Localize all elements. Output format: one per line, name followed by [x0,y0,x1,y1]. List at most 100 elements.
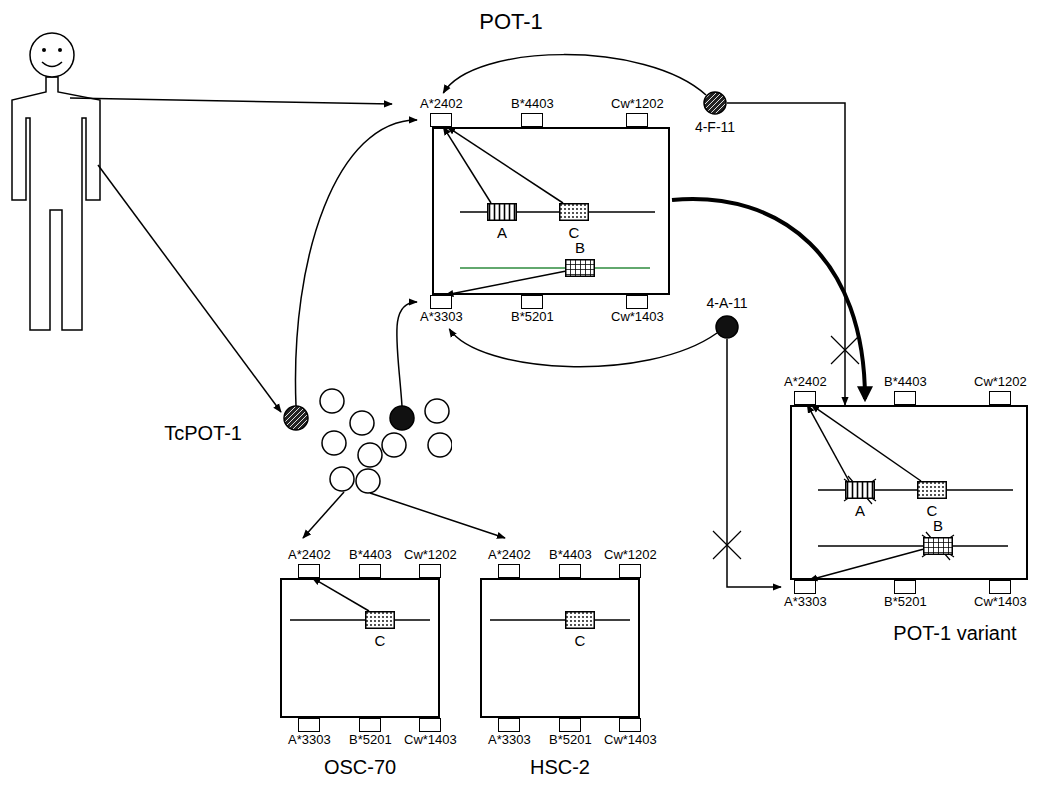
peptide-gene: C [565,611,595,649]
arrow-connector [727,339,781,587]
hla-allele: B*5201 [549,733,592,748]
hla-allele: B*4403 [549,548,592,563]
derivation-arrow [672,199,865,399]
hla-molecule: A*3303 [418,295,465,327]
hla-molecule: Cw*1403 [609,295,666,327]
hla-allele: B*5201 [349,733,392,748]
hla-square [626,113,648,127]
peptide-box [560,204,589,221]
patient-eye [58,48,62,52]
hla-allele: B*5201 [884,595,927,610]
hla-molecule: A*3303 [782,580,829,612]
t-cell [284,406,308,430]
hla-allele: Cw*1403 [974,595,1027,610]
hla-molecule: A*3303 [486,718,533,750]
hla-allele: A*2402 [488,548,531,563]
hla-molecule: B*4403 [882,373,929,405]
hla-square [521,295,543,309]
hla-molecule: A*2402 [486,546,533,578]
hla-allele: Cw*1202 [604,548,657,563]
patient-head [30,33,74,77]
gene-line [460,267,650,269]
hla-allele: A*2402 [288,548,331,563]
patient-body [12,77,100,330]
cell-population [282,375,452,497]
clone-circle [716,316,738,338]
gene-line [490,619,630,621]
t-cell [320,389,344,413]
arrow-connector [295,120,417,406]
hla-allele: Cw*1403 [611,310,664,325]
hla-molecule: B*5201 [882,580,929,612]
hla-square [619,718,641,732]
hla-square [794,391,816,405]
hla-allele: A*3303 [420,310,463,325]
cell-box: OSC-70A*2402B*4403Cw*1202CA*3303B*5201Cw… [280,578,440,718]
t-cell [356,469,380,493]
peptide-box [846,482,875,499]
cell-box: HSC-2A*2402B*4403Cw*1202CA*3303B*5201Cw*… [480,578,640,718]
t-cell [382,433,406,457]
hla-allele: B*4403 [511,97,554,112]
hla-molecule: Cw*1403 [602,718,659,750]
peptide-segment [365,611,395,629]
hla-square [430,113,452,127]
hla-square [298,718,320,732]
hla-square [521,113,543,127]
hla-allele: B*5201 [511,310,554,325]
peptide-gene: B [923,517,953,555]
hla-molecule: Cw*1403 [402,718,459,750]
t-cell [425,399,449,423]
cell-box: POT-1 variantA*2402B*4403Cw*1202ACBA*330… [790,405,1028,580]
cell-name: POT-1 [479,9,543,34]
hla-molecule: B*5201 [347,718,394,750]
t-cell [390,406,414,430]
hla-molecule: B*4403 [547,546,594,578]
hla-square [498,564,520,578]
cell-name: OSC-70 [324,756,396,779]
peptide-box [566,260,595,277]
peptide-gene: C [365,611,395,649]
peptide-segment [917,481,947,499]
hla-allele: A*3303 [784,595,827,610]
hla-molecule: B*4403 [509,95,556,127]
t-cell-clone: 4-F-11 [703,91,727,115]
gene-line [818,545,1008,547]
hla-molecule: Cw*1403 [972,580,1029,612]
peptide-segment [559,203,589,221]
t-cell [322,431,346,455]
loss-cross [922,532,954,560]
hla-square [298,564,320,578]
loss-cross [844,476,876,504]
hla-molecule: Cw*1202 [602,546,659,578]
peptide-name: C [375,632,386,649]
clone-circle [704,92,726,114]
arrow-connector [443,127,491,203]
t-cell-population: TcPOT-1 [282,375,452,497]
hla-molecule: A*2402 [286,546,333,578]
peptide-name: A [855,502,865,519]
hla-allele: Cw*1403 [604,733,657,748]
peptide-gene: B [565,239,595,277]
hla-molecule: A*2402 [418,95,465,127]
hla-square [359,564,381,578]
peptide-box [918,482,947,499]
patient-smile [42,62,62,67]
peptide-box [924,538,953,555]
gene-line [290,619,430,621]
peptide-box [566,612,595,629]
clone-symbol [703,91,727,115]
cell-box: POT-1A*2402B*4403Cw*1202ACBA*3303B*5201C… [432,127,670,295]
hla-allele: Cw*1202 [974,375,1027,390]
hla-square [430,295,452,309]
hla-square [894,391,916,405]
peptide-segment [923,537,953,555]
hla-molecule: A*3303 [286,718,333,750]
peptide-gene: C [559,203,589,241]
hla-allele: B*4403 [349,548,392,563]
hla-molecule: A*2402 [782,373,829,405]
hla-molecule: Cw*1202 [402,546,459,578]
peptide-segment [565,259,595,277]
